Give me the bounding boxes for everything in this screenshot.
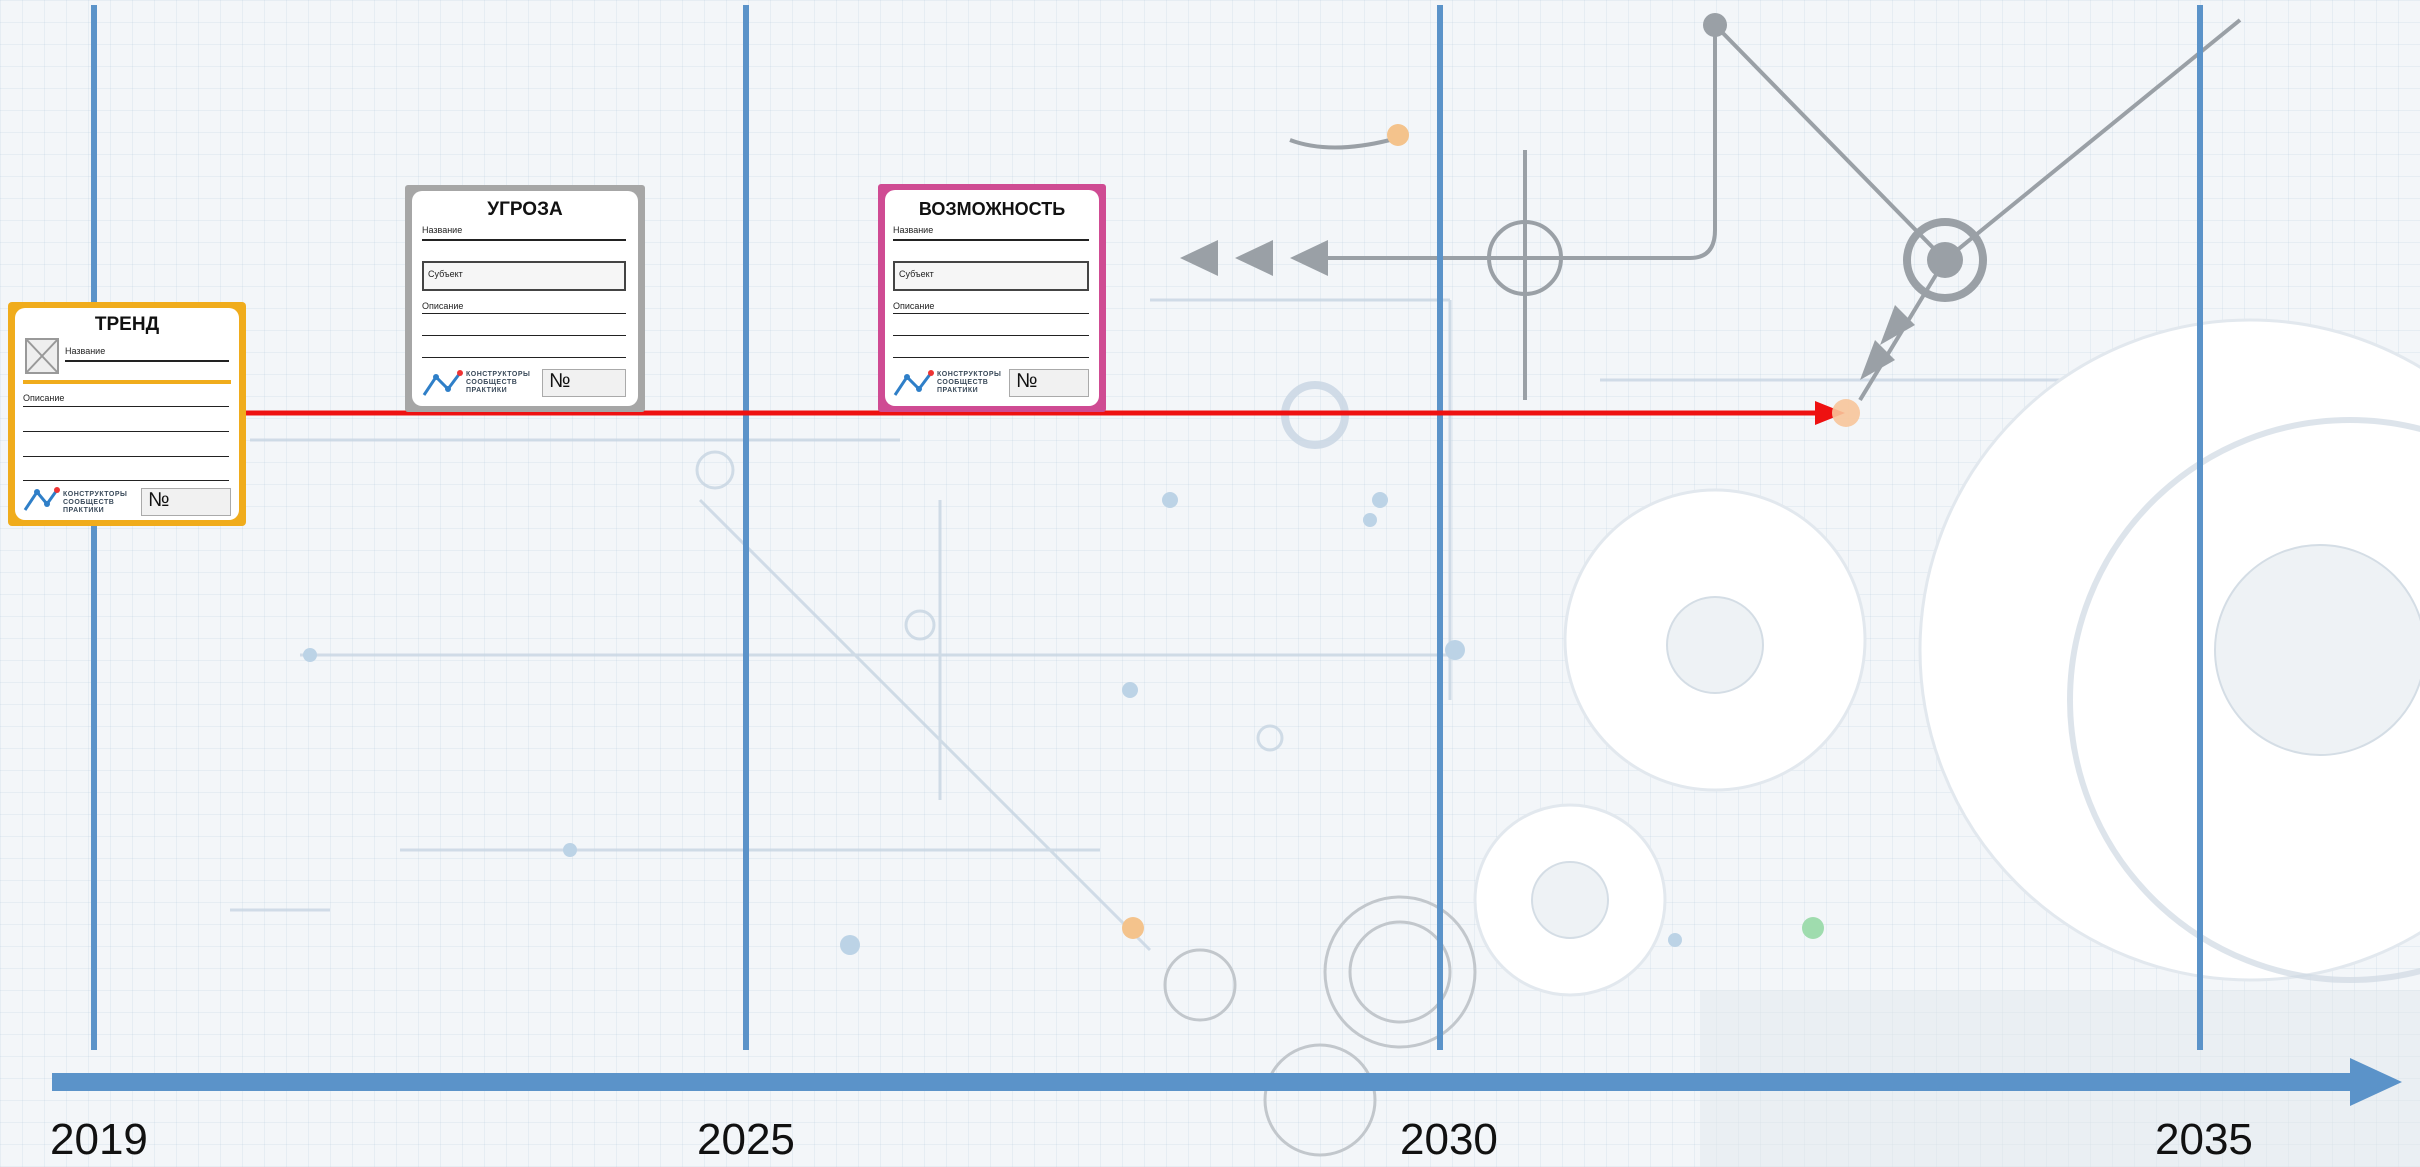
- year-line-2019: [91, 5, 97, 1050]
- trend-number-field[interactable]: №: [141, 488, 231, 516]
- opportunity-name-label: Название: [893, 225, 934, 235]
- year-label-2030: 2030: [1400, 1115, 1498, 1164]
- logo-text-line-1: КОНСТРУКТОРЫ: [466, 371, 531, 378]
- trend-description-label: Описание: [23, 393, 65, 403]
- threat-number-field[interactable]: №: [542, 369, 626, 397]
- logo-text-line-1: КОНСТРУКТОРЫ: [63, 491, 128, 498]
- year-label-2019: 2019: [50, 1115, 148, 1164]
- trend-card[interactable]: ТРЕНД Название Описание КОНСТРУКТОРЫ СОО…: [8, 302, 246, 526]
- opportunity-card[interactable]: ВОЗМОЖНОСТЬ Название Субъект Описание КО…: [878, 184, 1106, 412]
- year-line-2035: [2197, 5, 2203, 1050]
- year-label-2025: 2025: [697, 1115, 795, 1164]
- opportunity-description-label: Описание: [893, 301, 935, 311]
- logo-text-line-2: СООБЩЕСТВ: [63, 499, 115, 506]
- year-line-2030: [1437, 5, 1443, 1050]
- threat-card[interactable]: УГРОЗА Название Субъект Описание КОНСТРУ…: [405, 185, 645, 412]
- logo-text-line-3: ПРАКТИКИ: [63, 507, 105, 514]
- logo-text-line-3: ПРАКТИКИ: [466, 387, 508, 394]
- arrow-end-dot: [1832, 399, 1860, 427]
- image-placeholder-icon: [25, 338, 59, 374]
- year-line-2025: [743, 5, 749, 1050]
- threat-subject-label: Субъект: [428, 269, 463, 279]
- opportunity-subject-label: Субъект: [899, 269, 934, 279]
- axis-arrow-icon: [2350, 1058, 2402, 1106]
- logo-text-line-2: СООБЩЕСТВ: [466, 379, 518, 386]
- opportunity-number-field[interactable]: №: [1009, 369, 1089, 397]
- threat-name-label: Название: [422, 225, 463, 235]
- opportunity-card-title: ВОЗМОЖНОСТЬ: [918, 199, 1066, 219]
- trend-card-title: ТРЕНД: [94, 314, 160, 335]
- trend-name-label: Название: [65, 346, 106, 356]
- threat-card-title: УГРОЗА: [487, 199, 563, 220]
- community-logo-icon: [422, 370, 463, 396]
- threat-subject-field[interactable]: Субъект: [422, 261, 626, 291]
- opportunity-subject-field[interactable]: Субъект: [893, 261, 1089, 291]
- threat-description-label: Описание: [422, 301, 464, 311]
- logo-text-line-1: КОНСТРУКТОРЫ: [937, 371, 1002, 378]
- logo-text-line-3: ПРАКТИКИ: [937, 387, 979, 394]
- arrow-right-icon: [1815, 401, 1845, 425]
- logo-text-line-2: СООБЩЕСТВ: [937, 379, 989, 386]
- community-logo-icon: [893, 370, 934, 396]
- community-logo-icon: [23, 487, 60, 511]
- year-label-2035: 2035: [2155, 1115, 2253, 1164]
